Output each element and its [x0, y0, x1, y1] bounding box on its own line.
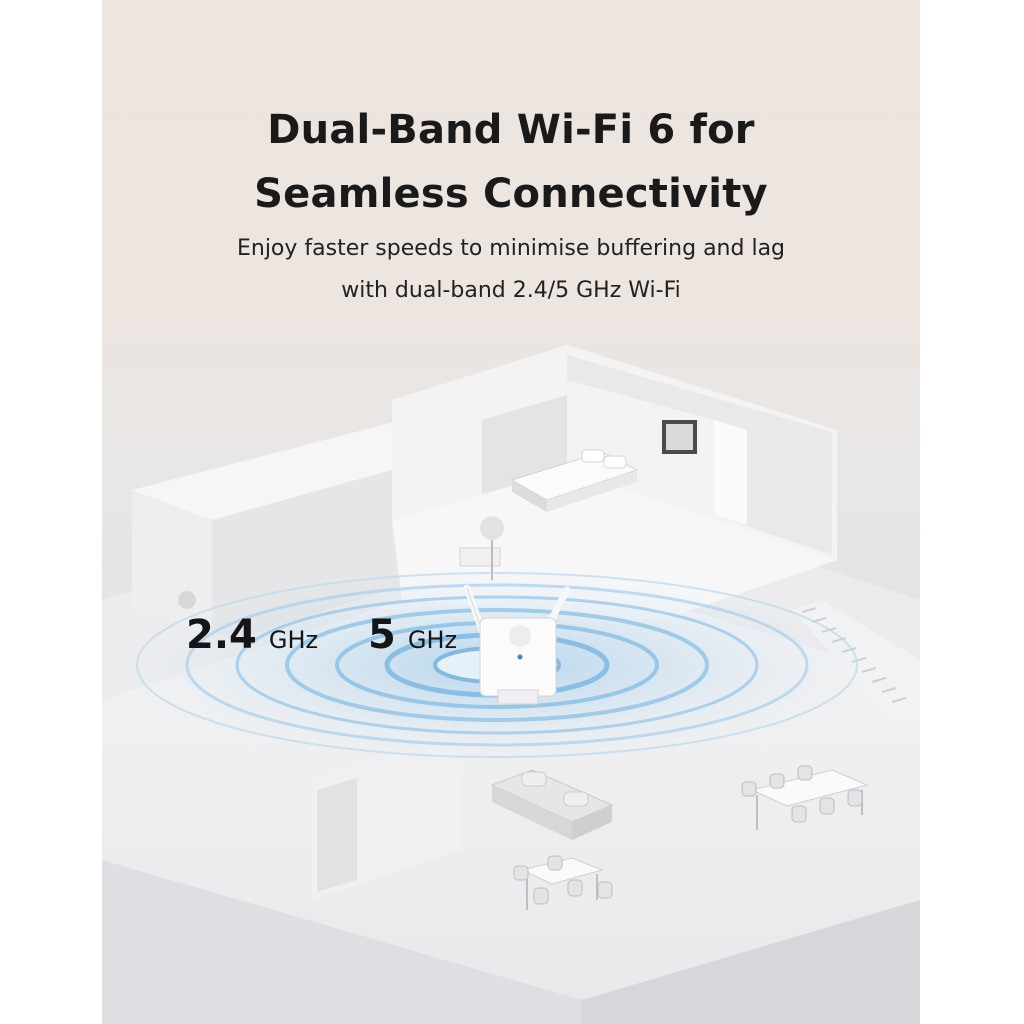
- band-unit: GHz: [407, 626, 458, 654]
- band-label-2-4ghz: 2.4 GHz: [186, 612, 318, 658]
- subheadline-line-1: Enjoy faster speeds to minimise bufferin…: [236, 236, 786, 261]
- bed-icon: [510, 449, 639, 512]
- sofa-icon: [490, 769, 614, 840]
- wifi-extender-icon: [463, 584, 571, 705]
- band-value: 2.4: [186, 612, 257, 658]
- product-banner: Dual-Band Wi-Fi 6 for Seamless Connectiv…: [102, 0, 920, 1024]
- headline: Dual-Band Wi-Fi 6 for Seamless Connectiv…: [102, 98, 920, 226]
- headline-line-2: Seamless Connectivity: [254, 171, 768, 217]
- dining-table-icon: [513, 765, 869, 910]
- band-value: 5: [368, 612, 396, 658]
- headline-line-1: Dual-Band Wi-Fi 6 for: [267, 107, 755, 153]
- house-cutaway-illustration: [102, 345, 920, 1024]
- band-unit: GHz: [268, 626, 319, 654]
- subheadline: Enjoy faster speeds to minimise bufferin…: [102, 228, 920, 312]
- band-label-5ghz: 5 GHz: [368, 612, 457, 658]
- subheadline-line-2: with dual-band 2.4/5 GHz Wi-Fi: [341, 278, 681, 303]
